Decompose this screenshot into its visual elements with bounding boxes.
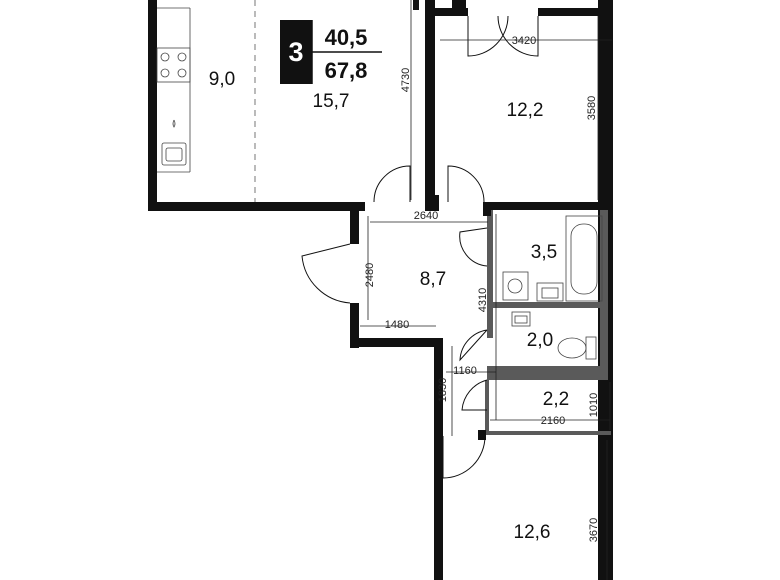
stove-burner-icon (160, 52, 170, 62)
stove-burner-icon (177, 68, 187, 78)
bathroom-fixtures (502, 215, 603, 360)
dim-label-1830: 1830 (437, 378, 449, 402)
door-bedroom-bottom (442, 435, 486, 479)
wall-right-outer-top (598, 0, 613, 214)
washing-machine-icon (502, 271, 529, 301)
dim-label-2640: 2640 (414, 210, 438, 222)
wall-bedroom-top-right (538, 8, 613, 16)
room-area-living: 15,7 (313, 91, 350, 112)
wall-hall-left-upper (350, 202, 359, 244)
door-bedroom-top (447, 165, 485, 203)
room-area-kitchen: 9,0 (209, 69, 235, 90)
badge-rooms-box (280, 20, 312, 84)
badge-rooms-count: 3 (288, 37, 303, 67)
room-area-bathroom: 3,5 (531, 242, 557, 263)
wet-zone-walls (487, 210, 608, 380)
faucet-icon (172, 119, 176, 128)
badge-total-area: 67,8 (325, 58, 368, 83)
wall-hall-left-lower (350, 303, 359, 348)
wall-hall-bottom (350, 338, 442, 347)
dim-label-1010: 1010 (588, 393, 600, 417)
wet-wall-right (600, 210, 608, 380)
wall-bedroom-top-bottom (484, 202, 613, 210)
kitchen-sink-icon (161, 142, 187, 166)
kitchen-fixtures (156, 7, 191, 173)
dim-label-1160: 1160 (453, 365, 477, 377)
stove-burner-icon (177, 52, 187, 62)
dimension-lines (360, 0, 612, 580)
door-top-left (467, 15, 509, 57)
door-toilet (459, 329, 488, 362)
door-top-right (497, 15, 539, 57)
room-area-hall: 8,7 (420, 269, 446, 290)
wall-corridor-left (434, 338, 443, 580)
room-area-bedroom-bottom: 12,6 (514, 522, 551, 543)
wall-bedroom-top-left (425, 8, 468, 16)
wall-left-outer (148, 0, 157, 210)
toilet-tank-icon (585, 336, 597, 360)
dim-label-3420: 3420 (512, 35, 536, 47)
door-living-left (373, 165, 411, 203)
dim-label-4310: 4310 (477, 288, 489, 312)
dim-label-4730: 4730 (400, 68, 412, 92)
wall-stub-hall (483, 202, 491, 216)
toilet-wall-left-lower (487, 366, 493, 380)
wall-door-jamb-left (425, 195, 439, 211)
bath-sink-icon (536, 282, 564, 302)
toilet-sink-icon (511, 311, 531, 327)
room-area-bedroom-top: 12,2 (507, 100, 544, 121)
wall-top-block (452, 0, 466, 16)
bathroom-bottom-wall (487, 302, 608, 308)
dim-label-2480: 2480 (364, 263, 376, 287)
storage-bottom-partition (485, 431, 611, 435)
bathtub-icon (565, 215, 603, 302)
dim-label-1480: 1480 (385, 319, 409, 331)
toilet-bowl-icon (557, 337, 587, 359)
wall-living-bedroom (425, 0, 435, 203)
door-bathroom (459, 227, 488, 267)
toilet-wall-left (487, 308, 493, 338)
bathroom-wall-left (487, 210, 493, 308)
wall-living-bottom (148, 202, 365, 211)
wall-stub-bedroom-bottom (478, 430, 486, 440)
door-storage (461, 379, 488, 411)
badge-living-area: 40,5 (325, 25, 368, 50)
wall-stub-top (413, 0, 419, 10)
doors (301, 15, 539, 479)
stove-burner-icon (160, 68, 170, 78)
room-area-storage: 2,2 (543, 389, 569, 410)
dim-label-3670: 3670 (588, 518, 600, 542)
dim-label-2160: 2160 (541, 415, 565, 427)
toilet-bottom-wall (487, 366, 608, 380)
storage-left-partition (485, 380, 489, 435)
dim-label-3580: 3580 (586, 96, 598, 120)
apartment-badge: 3 40,5 67,8 (280, 20, 382, 84)
room-area-toilet: 2,0 (527, 330, 553, 351)
walls (148, 0, 613, 580)
door-entrance (301, 243, 351, 304)
